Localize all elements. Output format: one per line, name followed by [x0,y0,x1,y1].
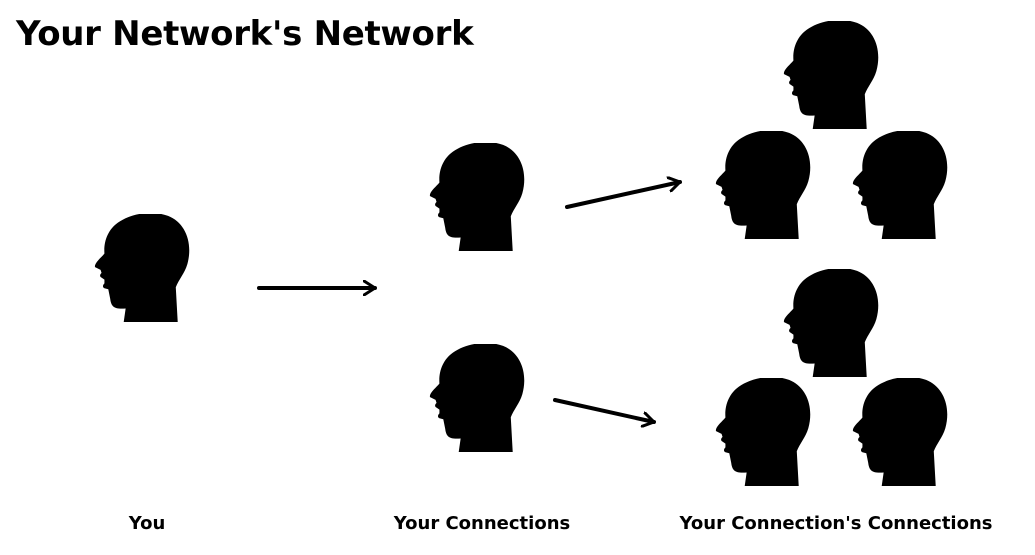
arrow-connection-to-lower-cluster [553,398,656,422]
caption-your-connections: Your Connections [393,513,571,534]
caption-connections-of-connections: Your Connection's Connections [679,513,993,534]
caption-you: You [128,513,166,534]
arrow-connection-to-upper-cluster [565,182,682,209]
page-title: Your Network's Network [16,14,474,54]
